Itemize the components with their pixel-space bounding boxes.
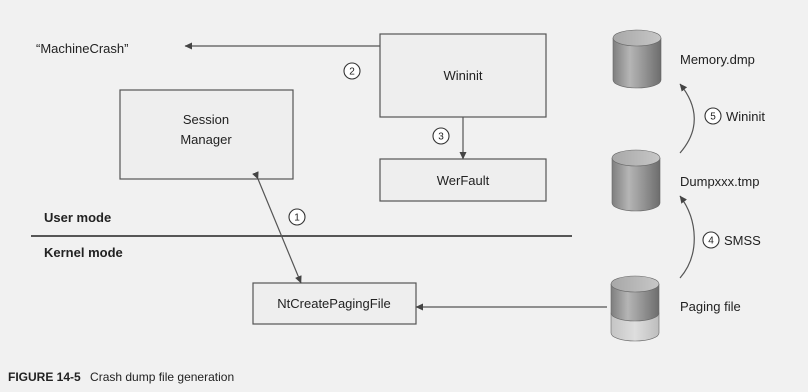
- step-4-badge: 4: [702, 231, 720, 249]
- figure-caption: FIGURE 14-5 Crash dump file generation: [8, 370, 234, 384]
- kernel-mode-label: Kernel mode: [44, 245, 123, 260]
- paging-to-dumpxxx-arrow: [679, 195, 695, 279]
- session-manager-label-line2: Manager: [180, 132, 232, 147]
- step-3-badge: 3: [432, 127, 450, 145]
- werfault-box: [379, 158, 547, 202]
- dumpxxx-to-memory-arrow: [679, 83, 695, 154]
- ntcreatepagingfile-box: [252, 282, 417, 325]
- memory-dmp-cylinder: [612, 29, 662, 89]
- paging-file-cylinder: [610, 275, 660, 342]
- step-5-badge: 5: [704, 107, 722, 125]
- session-manager-ntcreate-arrow: [252, 171, 302, 284]
- step-3-number: 3: [438, 132, 444, 143]
- ntcreatepagingfile-label: NtCreatePagingFile: [277, 296, 390, 311]
- paging-file-label: Paging file: [680, 299, 741, 314]
- step-5-label: Wininit: [726, 109, 765, 124]
- step-4-number: 4: [708, 236, 714, 247]
- step-5-number: 5: [710, 112, 716, 123]
- session-manager-label-line1: Session: [183, 112, 229, 127]
- step-4-label: SMSS: [724, 233, 761, 248]
- figure-caption-text: Crash dump file generation: [90, 370, 234, 384]
- step-2-number: 2: [349, 67, 355, 78]
- machinecrash-label: “MachineCrash”: [36, 41, 128, 56]
- session-manager-box: [119, 89, 294, 180]
- dumpxxx-tmp-label: Dumpxxx.tmp: [680, 174, 759, 189]
- wininit-label: Wininit: [443, 68, 482, 83]
- wininit-box: [379, 33, 547, 118]
- figure-caption-label: FIGURE 14-5: [8, 370, 81, 384]
- dumpxxx-tmp-cylinder: [611, 149, 661, 212]
- memory-dmp-label: Memory.dmp: [680, 52, 755, 67]
- werfault-label: WerFault: [437, 173, 490, 188]
- step-1-badge: 1: [288, 208, 306, 226]
- user-mode-label: User mode: [44, 210, 111, 225]
- step-2-badge: 2: [343, 62, 361, 80]
- step-1-number: 1: [294, 213, 300, 224]
